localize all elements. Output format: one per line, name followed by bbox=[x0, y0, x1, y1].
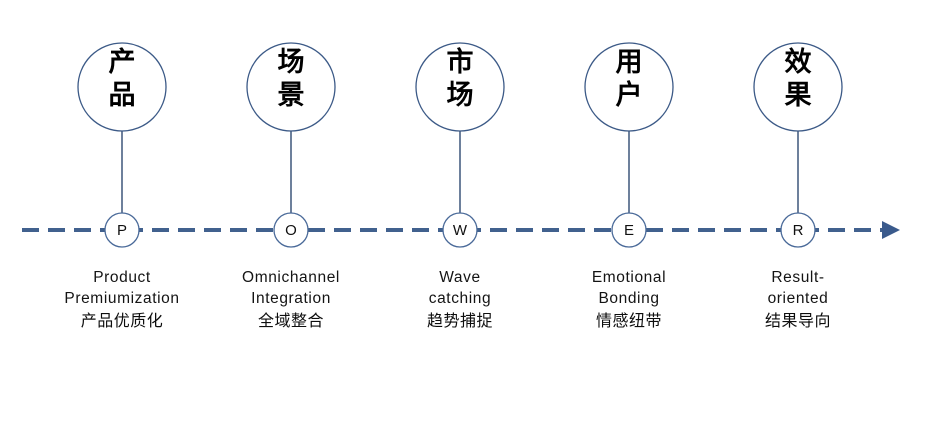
caption-en-line1: Product bbox=[93, 269, 151, 286]
node-circle-e[interactable] bbox=[611, 212, 647, 248]
node-caption-3: Wave catching 趋势捕捉 bbox=[375, 267, 545, 332]
node-caption-5: Result- oriented 结果导向 bbox=[713, 267, 883, 332]
node-circle-w[interactable] bbox=[442, 212, 478, 248]
caption-en-line1: Result- bbox=[771, 269, 825, 286]
caption-en-line1: Omnichannel bbox=[242, 269, 340, 286]
caption-en-line2: catching bbox=[428, 290, 492, 307]
caption-en-line2: Bonding bbox=[598, 290, 660, 307]
node-caption-2: Omnichannel Integration 全域整合 bbox=[206, 267, 376, 332]
caption-zh: 趋势捕捉 bbox=[426, 311, 493, 330]
pillar-circle-5[interactable] bbox=[753, 42, 843, 132]
node-circle-p[interactable] bbox=[104, 212, 140, 248]
caption-en-line2: Integration bbox=[251, 290, 331, 307]
caption-en-line2: Premiumization bbox=[64, 290, 180, 307]
pillar-circle-2[interactable] bbox=[246, 42, 336, 132]
caption-zh: 结果导向 bbox=[764, 311, 831, 330]
caption-en-line1: Wave bbox=[439, 269, 481, 286]
caption-zh: 情感纽带 bbox=[595, 311, 662, 330]
node-caption-4: Emotional Bonding 情感纽带 bbox=[544, 267, 714, 332]
caption-en-line2: oriented bbox=[767, 290, 829, 307]
pillar-circle-4[interactable] bbox=[584, 42, 674, 132]
node-caption-1: Product Premiumization 产品优质化 bbox=[37, 267, 207, 332]
caption-zh: 产品优质化 bbox=[80, 311, 164, 330]
caption-en-line1: Emotional bbox=[591, 269, 667, 286]
pillar-circle-3[interactable] bbox=[415, 42, 505, 132]
node-circle-r[interactable] bbox=[780, 212, 816, 248]
caption-zh: 全域整合 bbox=[257, 311, 324, 330]
pillar-circle-1[interactable] bbox=[77, 42, 167, 132]
node-circle-o[interactable] bbox=[273, 212, 309, 248]
timeline-arrow-icon bbox=[882, 221, 900, 239]
